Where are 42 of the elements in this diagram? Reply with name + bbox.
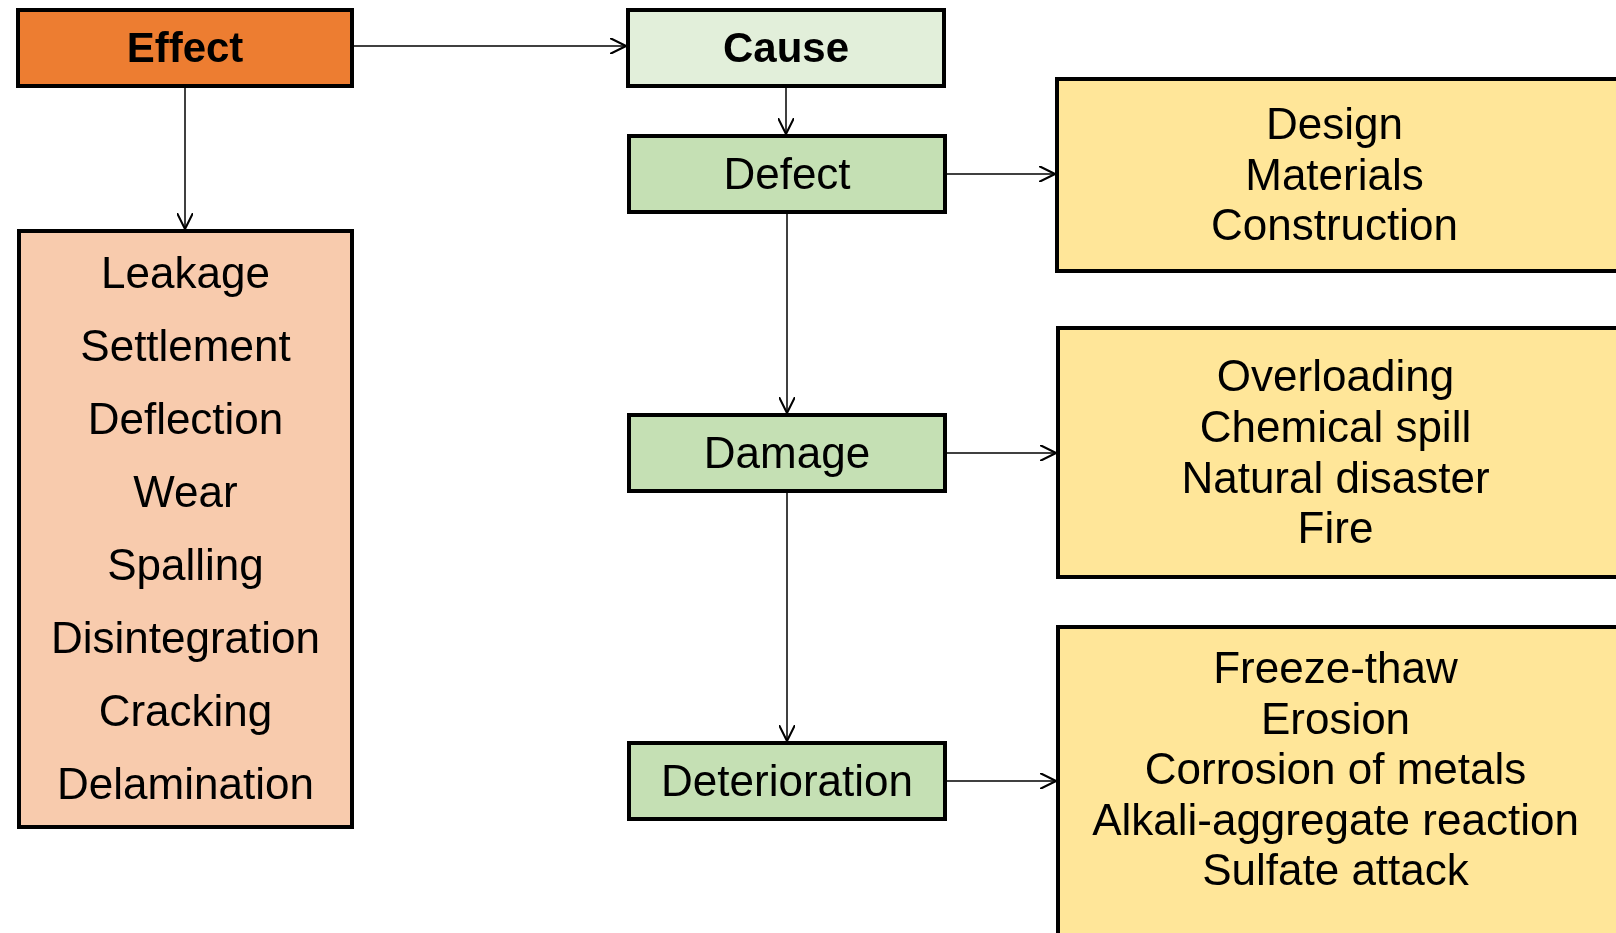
node-label: Sulfate attack [1201,845,1470,896]
arrow [777,213,797,415]
node-label: Natural disaster [1180,452,1491,504]
node-label: Chemical spill [1198,401,1473,453]
node-label: Alkali-aggregate reaction [1091,794,1580,846]
process-box [16,8,354,88]
process-box [626,8,946,88]
node-label: Construction [1210,200,1459,251]
list-box [17,229,354,829]
arrow [946,771,1058,791]
process-box [627,413,947,493]
list-box [1056,625,1616,933]
arrow [777,492,797,743]
arrow [776,87,796,136]
node-label: Corrosion of metals [1143,744,1528,795]
arrow [175,87,195,231]
node-label: Cause [722,23,850,73]
list-box [1055,77,1616,273]
node-label: Wear [133,467,238,518]
node-label: Freeze-thaw [1212,643,1459,694]
node-label: Disintegration [51,613,320,664]
arrow [946,164,1057,184]
node-label: Deflection [87,394,284,445]
node-label: Erosion [1259,693,1412,745]
node-label: Fire [1296,503,1375,554]
node-label: Defect [723,148,851,200]
arrow [946,443,1058,463]
node-label: Materials [1244,149,1425,201]
node-label: Spalling [107,540,264,591]
node-label: Design [1265,99,1404,150]
list-box [1056,326,1616,579]
node-label: Cracking [98,686,273,737]
process-box [627,741,947,821]
node-label: Settlement [80,321,291,372]
process-box [627,134,947,214]
node-label: Leakage [101,248,270,299]
node-label: Damage [703,427,871,479]
arrow [353,36,628,56]
node-label: Delamination [57,759,314,810]
node-label: Deterioration [661,755,913,807]
node-label: Effect [126,23,244,73]
node-label: Overloading [1215,351,1456,402]
